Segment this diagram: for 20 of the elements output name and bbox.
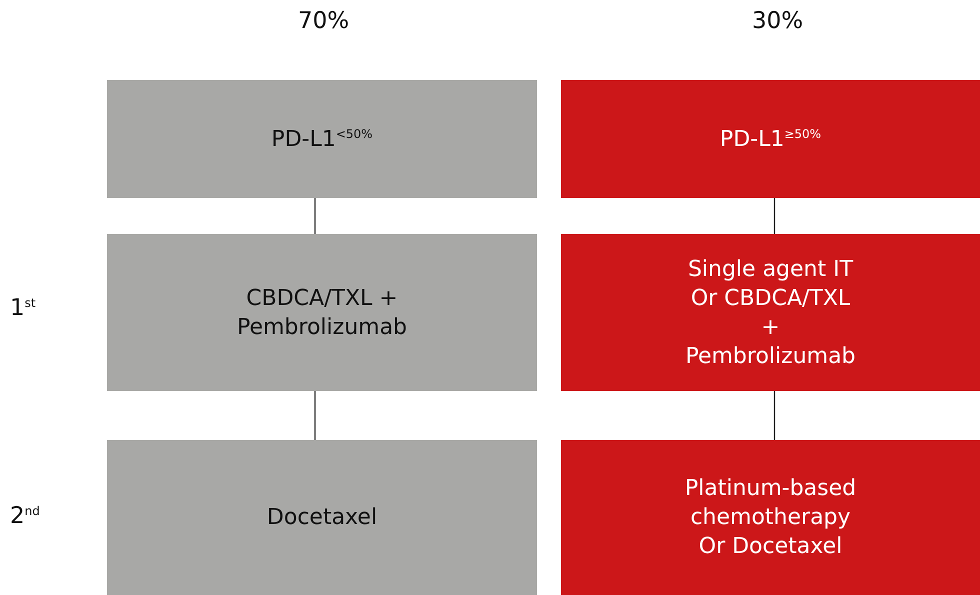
connector-line	[314, 391, 316, 440]
box-text: Single agent IT Or CBDCA/TXL + Pembrolizumab	[684, 256, 856, 370]
line-of-therapy: 2$^{nd}$	[10, 503, 40, 529]
box-text: PD-L1$^{≥50%}$	[720, 126, 822, 154]
line-of-therapy: 1$^{st}$	[10, 295, 36, 321]
treatment-box	[107, 234, 537, 391]
column-percentage: 30%	[752, 8, 804, 34]
box-text: CBDCA/TXL + Pembrolizumab	[236, 284, 408, 342]
treatment-box	[107, 80, 537, 198]
connector-line	[774, 198, 776, 234]
treatment-box	[561, 440, 980, 595]
box-text: Platinum-based chemotherapy Or Docetaxel	[684, 475, 858, 561]
treatment-box	[561, 80, 980, 198]
box-text: Docetaxel	[266, 504, 378, 532]
treatment-box	[107, 440, 537, 595]
connector-line	[314, 198, 316, 234]
box-text: PD-L1$^{<50%}$	[271, 126, 373, 154]
treatment-box	[561, 234, 980, 391]
connector-line	[774, 391, 776, 440]
column-percentage: 70%	[298, 8, 350, 34]
